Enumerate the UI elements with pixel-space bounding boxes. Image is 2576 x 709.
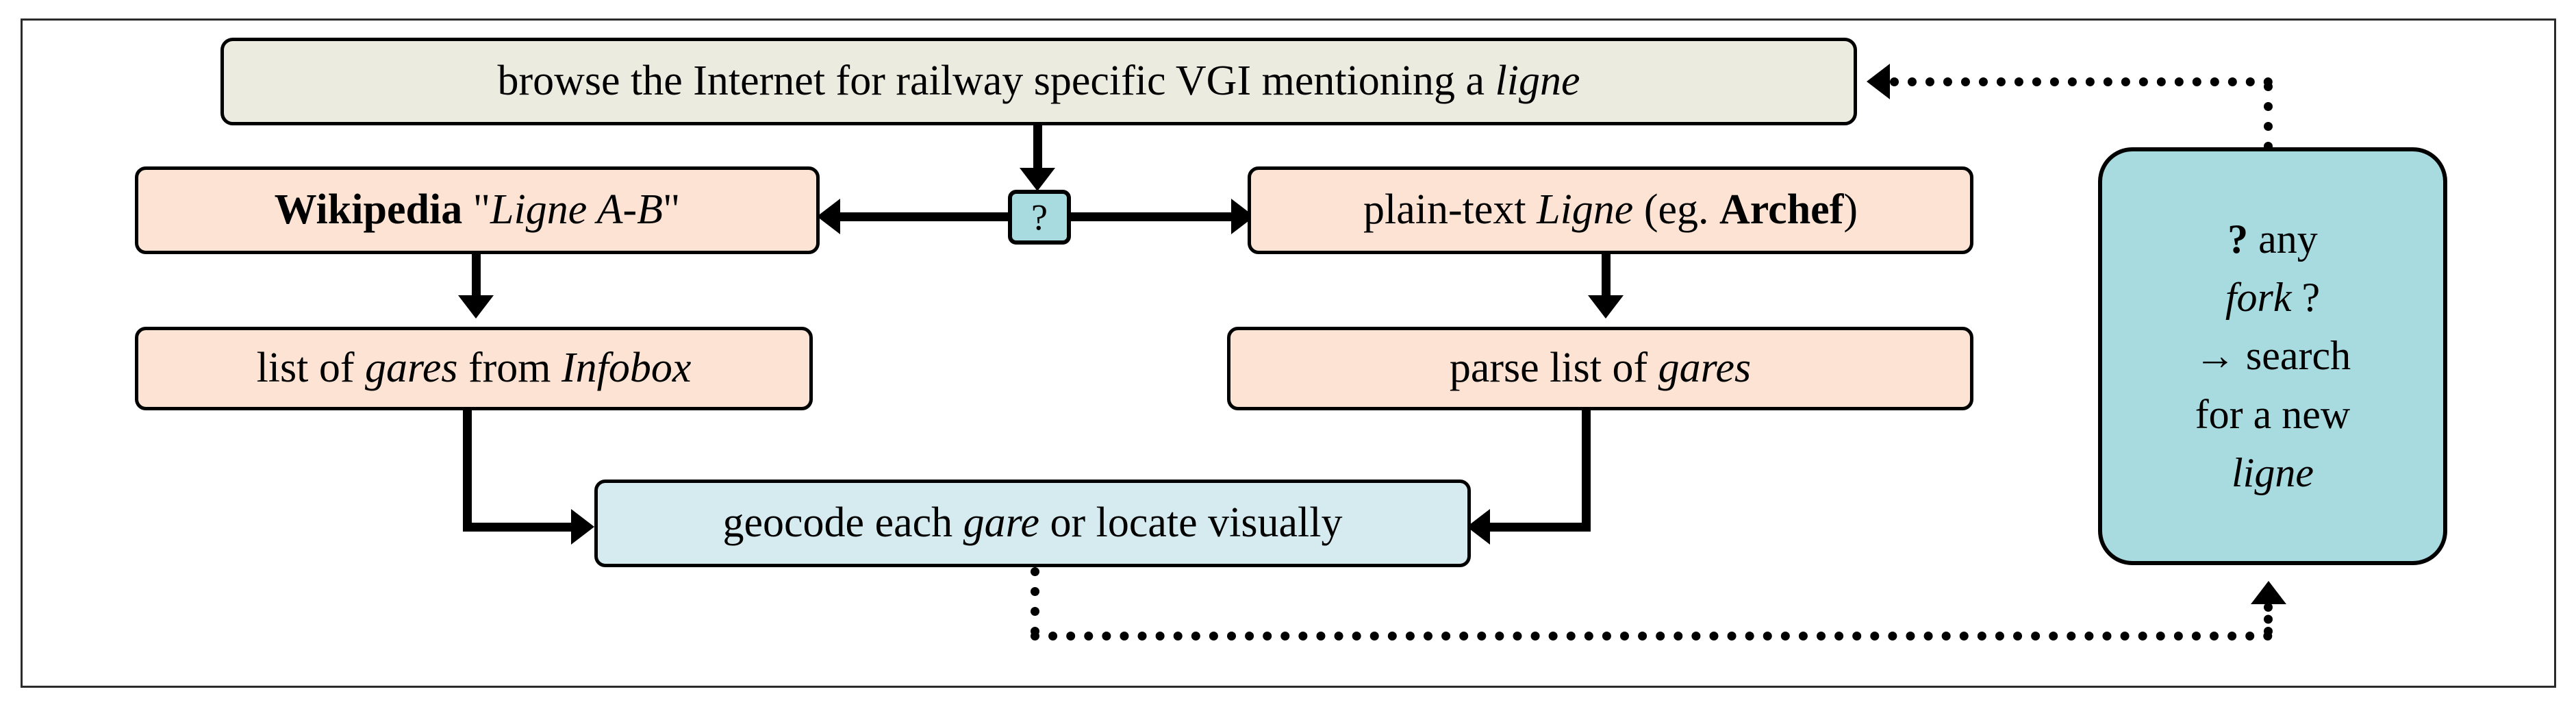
edge-question-to-plaintext-line — [1068, 212, 1254, 221]
edge-geocode-to-fork-hline — [1031, 632, 2273, 640]
node-question-decision-label: ? — [1031, 196, 1048, 238]
node-wikipedia-ligne[interactable]: Wikipedia "Ligne A-B" — [135, 166, 820, 254]
node-browse-internet[interactable]: browse the Internet for railway specific… — [220, 38, 1857, 125]
edge-infobox-to-geocode-vline — [463, 410, 472, 532]
edge-wikipedia-to-infobox-line — [472, 254, 481, 299]
edge-fork-to-browse-hline — [1890, 77, 2273, 86]
edge-geocode-to-fork-vline-up — [2264, 603, 2273, 636]
edge-wikipedia-to-infobox-arrowhead — [458, 295, 494, 319]
node-list-gares-infobox[interactable]: list of gares from Infobox — [135, 327, 813, 410]
node-geocode-gare[interactable]: geocode each gare or locate visually — [594, 480, 1471, 567]
node-wikipedia-ligne-label: Wikipedia "Ligne A-B" — [274, 186, 681, 234]
node-list-gares-infobox-label: list of gares from Infobox — [256, 345, 692, 392]
node-geocode-gare-label: geocode each gare or locate visually — [722, 499, 1343, 547]
node-plain-text-ligne[interactable]: plain-text Ligne (eg. Archef) — [1248, 166, 1973, 254]
edge-infobox-to-geocode-hline — [463, 523, 583, 532]
node-question-decision[interactable]: ? — [1008, 190, 1071, 245]
node-parse-list-gares-label: parse list of gares — [1449, 345, 1752, 392]
edge-infobox-to-geocode-arrowhead — [571, 509, 594, 545]
edge-parse-to-geocode-vline — [1582, 410, 1591, 532]
edge-question-to-wikipedia-arrowhead — [817, 199, 840, 234]
edge-question-to-wikipedia-line — [832, 212, 1011, 221]
edge-browse-to-question-arrowhead — [1020, 168, 1055, 191]
edge-plaintext-to-parse-arrowhead — [1588, 295, 1624, 319]
edge-browse-to-question-line — [1033, 125, 1042, 176]
edge-geocode-to-fork-arrowhead — [2251, 581, 2286, 604]
edge-fork-to-browse-vline — [2264, 82, 2273, 151]
node-browse-internet-label: browse the Internet for railway specific… — [497, 58, 1580, 105]
edge-geocode-to-fork-vline-down — [1031, 567, 1039, 636]
edge-fork-to-browse-arrowhead — [1867, 64, 1890, 99]
edge-parse-to-geocode-hline — [1482, 523, 1591, 532]
node-parse-list-gares[interactable]: parse list of gares — [1227, 327, 1973, 410]
node-plain-text-ligne-label: plain-text Ligne (eg. Archef) — [1363, 186, 1858, 234]
edge-plaintext-to-parse-line — [1602, 254, 1611, 299]
